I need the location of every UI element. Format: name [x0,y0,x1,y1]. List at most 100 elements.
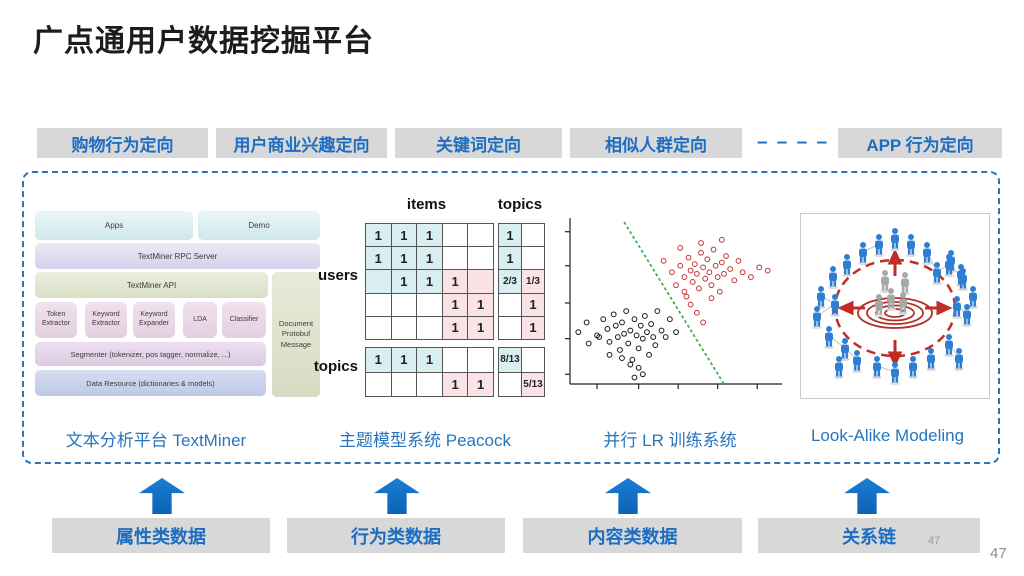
scatter-point-positive-class [710,246,717,253]
person-icon [858,242,868,266]
person-icon [830,294,840,318]
scatter-point-positive-class [704,256,711,263]
matrix-cell [366,293,391,316]
scatter-point-positive-class [683,293,690,300]
matrix-cell: 1 [366,247,391,270]
textminer-apps-box: Apps [35,211,193,240]
lookalike-expand-arrows-icon [837,248,953,368]
scatter-point-negative-class [621,330,627,337]
textminer-segmenter-box: Segmenter (tokenizer, pos tagger, normal… [35,342,266,366]
scatter-point-positive-class [687,267,694,274]
textminer-lda-box: LDA [183,302,217,338]
scatter-point-negative-class [623,308,630,314]
matrix-cell: 1 [391,247,417,270]
matrix-cell: 1 [391,270,417,293]
person-icon [952,296,962,320]
person-icon [840,338,850,362]
matrix-cell [366,372,391,396]
matrix-cell: 1 [522,316,544,339]
scatter-point-positive-class [723,253,729,259]
person-icon [880,270,890,294]
matrix-cell [417,372,442,396]
person-icon [968,286,978,310]
matrix-cell: 1 [391,224,417,247]
scatter-point-negative-class [585,340,592,347]
scatter-point-negative-class [604,326,611,332]
person-icon [922,242,932,266]
scatter-point-positive-class [693,270,700,277]
matrix-cell [391,372,417,396]
scatter-point-positive-class [716,288,723,295]
person-icon [874,294,884,318]
scatter-point-negative-class [619,319,625,326]
matrix-cell: 1 [442,293,468,316]
scatter-point-negative-class [612,322,619,329]
matrix-cell [499,372,521,396]
scatter-point-negative-class [600,316,607,323]
matrix-cell: 1 [442,316,468,339]
matrix-cell: 1 [468,372,493,396]
matrix-cell: 5/13 [522,372,544,396]
up-arrow-icon [605,478,651,514]
matrix-cell [499,316,521,339]
peacock-topics-column-label: topics [497,196,543,213]
data-source-behavior: 行为类数据 [287,518,505,553]
matrix-cell: 1 [417,270,442,293]
scatter-point-negative-class [650,334,657,340]
lookalike-people-icons [812,228,978,386]
textminer-classifier-box: Classifier [222,302,266,338]
up-arrow-icon [139,478,185,514]
scatter-point-positive-class [764,267,771,274]
scatter-point-positive-class [673,282,679,289]
person-icon [908,356,918,380]
scatter-point-negative-class [614,334,621,340]
scatter-point-negative-class [641,313,648,319]
scatter-point-positive-class [693,309,700,316]
scatter-point-negative-class [662,334,669,340]
matrix-cell [468,224,493,247]
matrix-cell: 1 [499,247,521,270]
scatter-point-negative-class [637,322,644,329]
caption-peacock: 主题模型系统 Peacock [339,431,511,450]
person-icon [900,272,910,296]
tab-lookalike-audience-targeting: 相似人群定向 [570,128,742,158]
person-icon [954,348,964,372]
scatter-point-positive-class [660,257,667,264]
scatter-point-negative-class [606,338,613,345]
tabs-ellipsis-dashes: – – – – [756,132,830,153]
scatter-point-positive-class [685,254,692,261]
matrix-cell [522,348,544,372]
scatter-point-negative-class [606,351,613,358]
matrix-cell [366,316,391,339]
data-source-content: 内容类数据 [523,518,742,553]
scatter-point-negative-class [575,329,582,336]
person-icon [932,262,942,286]
caption-lookalike: Look-Alike Modeling [810,426,965,445]
person-icon [842,254,852,278]
scatter-point-negative-class [596,334,603,340]
scatter-point-positive-class [677,262,684,269]
person-icon [958,268,968,292]
matrix-cell: 1 [366,348,391,372]
decision-boundary-line [623,221,725,385]
data-source-attribute: 属性类数据 [52,518,270,553]
matrix-cell [499,293,521,316]
matrix-cell: 1 [442,372,468,396]
matrix-cell: 1 [391,348,417,372]
matrix-cell [468,348,493,372]
matrix-cell [417,316,442,339]
matrix-cell: 1 [417,224,442,247]
scatter-point-positive-class [718,236,725,243]
person-icon [824,326,834,350]
scatter-point-positive-class [700,319,707,326]
scatter-point-negative-class [635,345,642,352]
scatter-point-negative-class [646,351,652,358]
scatter-point-positive-class [698,249,704,256]
matrix-cell [468,270,493,293]
matrix-cell: 1 [442,270,468,293]
matrix-cell [391,316,417,339]
matrix-cell [442,348,468,372]
